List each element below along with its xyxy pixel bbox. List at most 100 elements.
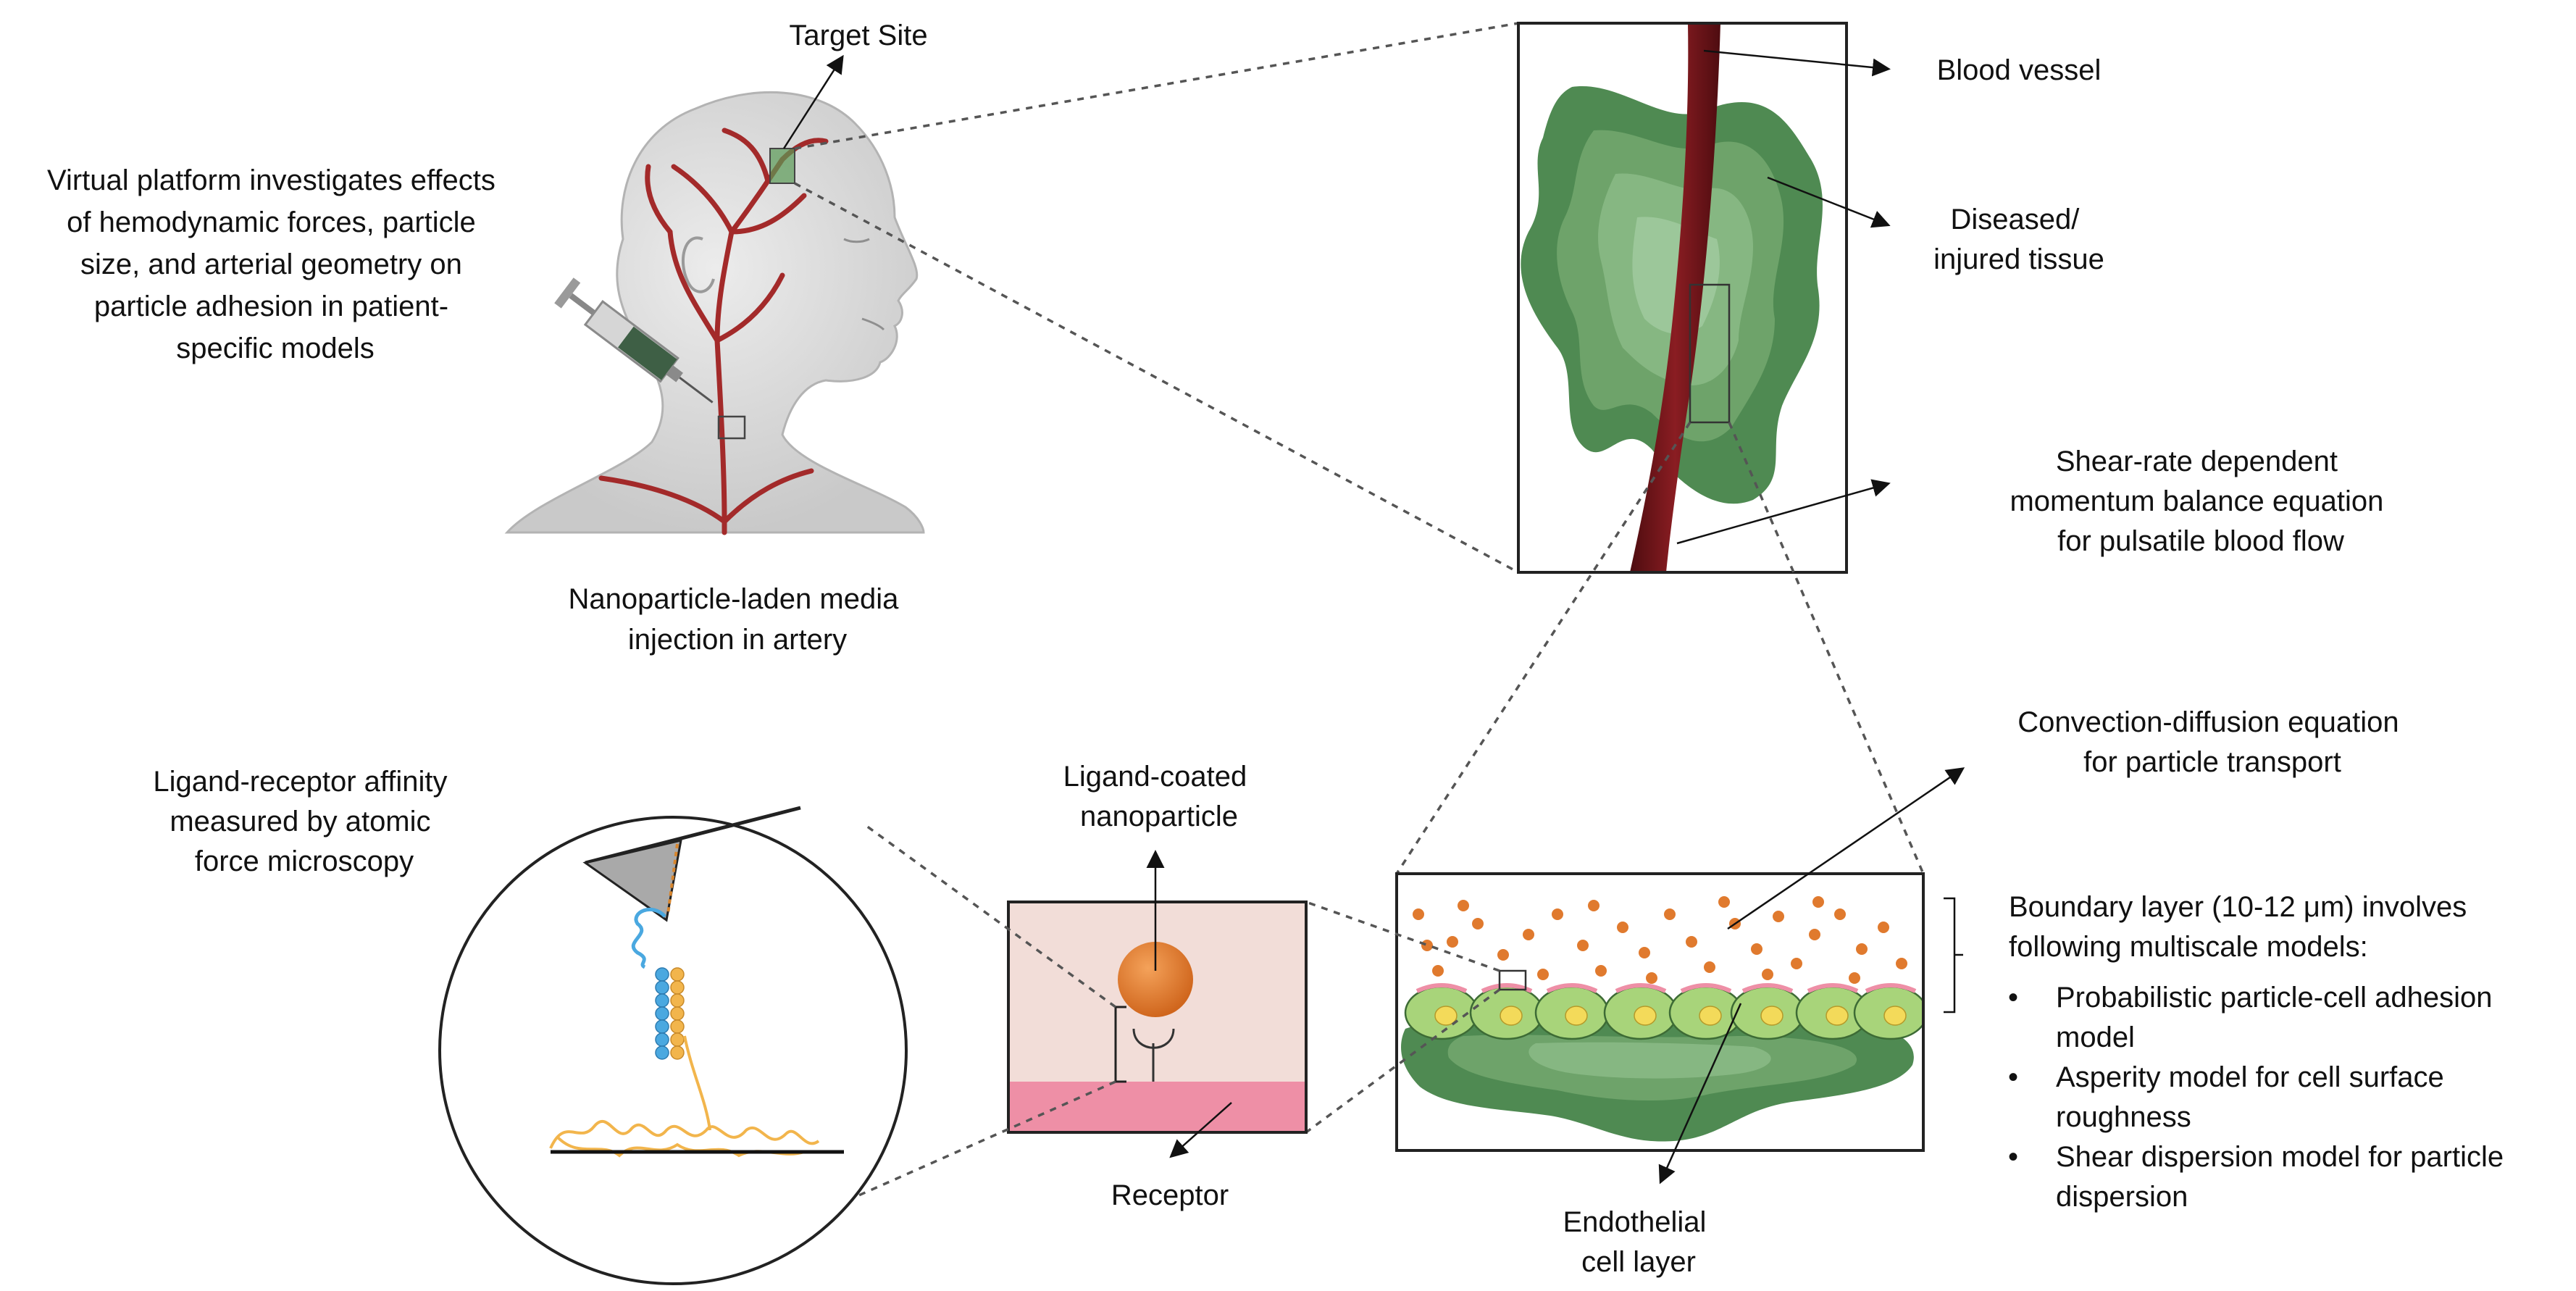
model-item: Shear dispersion model for particle disp…	[2056, 1141, 2512, 1213]
receptor-cup	[1132, 1028, 1175, 1049]
artery-tree	[598, 128, 829, 535]
target-site-box	[769, 148, 795, 184]
nanoparticle	[1595, 965, 1607, 977]
cell-nucleus	[1760, 1006, 1783, 1026]
nanoparticle	[1472, 918, 1484, 929]
nanoparticle	[1588, 900, 1599, 911]
nanoparticle	[1686, 936, 1697, 948]
shear-rate-arrow	[1676, 479, 1891, 545]
label-injection: Nanoparticle-laden media injection in ar…	[569, 583, 907, 656]
receptor-surface	[1008, 1082, 1306, 1132]
syringe-icon	[554, 277, 714, 404]
vessel-panel-frame	[1517, 22, 1848, 574]
gap-bracket	[1114, 1006, 1126, 1083]
nanoparticle	[1878, 922, 1889, 933]
connector-inset-2	[1305, 988, 1501, 1134]
afm-circle	[438, 806, 908, 1285]
label-boundary-layer: Boundary layer (10-12 μm) involves follo…	[2009, 891, 2475, 963]
model-bullet: •	[2008, 1141, 2018, 1173]
antibody-bead	[655, 1032, 669, 1047]
cell-receptor-band	[1741, 983, 1794, 993]
nanoparticle	[1552, 908, 1563, 920]
cell-receptor-band	[1807, 983, 1859, 993]
ligand-bead	[670, 1032, 685, 1047]
nanoparticle	[1497, 949, 1509, 961]
cell-nucleus	[1565, 1006, 1588, 1026]
nanoparticle	[1639, 947, 1650, 958]
nanoparticle	[1849, 972, 1860, 984]
antibody-bead	[655, 1006, 669, 1021]
model-item: Probabilistic particle-cell adhesion mod…	[2056, 982, 2501, 1053]
label-diseased-tissue: Diseased/ injured tissue	[1933, 204, 2104, 275]
face-outline	[843, 238, 885, 331]
label-target-site: Target Site	[789, 20, 927, 51]
nanoparticle	[1447, 936, 1458, 948]
nanoparticle	[1646, 972, 1657, 984]
antibody-bead	[655, 1019, 669, 1034]
ear-outline	[682, 236, 715, 293]
nanoparticle	[1617, 922, 1628, 933]
cell-nucleus	[1500, 1006, 1523, 1026]
nanoparticle	[1577, 940, 1589, 951]
cell-receptor-band	[1546, 983, 1598, 993]
nanoparticle	[1791, 958, 1802, 969]
label-receptor: Receptor	[1111, 1179, 1229, 1211]
convection-arrow	[1727, 767, 1965, 930]
label-shear-rate: Shear-rate dependent momentum balance eq…	[2010, 446, 2391, 557]
nanoparticle	[1458, 900, 1469, 911]
label-blood-vessel: Blood vessel	[1937, 54, 2102, 86]
cell-nucleus	[1634, 1006, 1657, 1026]
model-item: Asperity model for cell surface roughnes…	[2056, 1061, 2452, 1133]
vessel-zoom-box	[1689, 283, 1731, 424]
ligand-bead	[670, 1006, 685, 1021]
antibody-linker	[631, 907, 666, 969]
cell-nucleus	[1699, 1006, 1722, 1026]
cell-receptor-band	[1415, 983, 1468, 993]
connector-mid-1	[1395, 422, 1691, 874]
label-ligand-receptor: Ligand-receptor affinity measured by ato…	[153, 766, 455, 877]
nanoparticle	[1812, 896, 1824, 908]
particle-zoom-box	[1498, 969, 1527, 991]
ligand-bead	[670, 993, 685, 1008]
endothelial-cells	[1404, 983, 1923, 1040]
inset-frame	[1007, 901, 1308, 1134]
nanoparticle	[1809, 929, 1820, 940]
nanoparticles	[1413, 896, 1907, 984]
connector-inset-1	[1305, 901, 1500, 972]
afm-tip-icon	[582, 806, 801, 922]
boundary-layer-bracket	[1944, 897, 1963, 1014]
nanoparticle	[1718, 896, 1730, 908]
ligand-bead	[670, 1019, 685, 1034]
receptor-arrow	[1169, 1102, 1232, 1158]
cell-receptor-band	[1481, 983, 1533, 993]
nanoparticle	[1773, 911, 1784, 922]
nanoparticle	[1856, 943, 1868, 955]
connector-top-1	[794, 22, 1519, 150]
ligand-bead	[670, 967, 685, 982]
injection-site-box	[717, 415, 746, 440]
antibody-bead	[655, 967, 669, 982]
vessel-tissue-panel	[1517, 22, 1891, 574]
cell-nucleus	[1883, 1006, 1907, 1026]
blood-vessel	[1630, 23, 1720, 572]
ligand-bead	[670, 980, 685, 995]
label-endothelial: Endothelial cell layer	[1563, 1206, 1714, 1278]
label-virtual-platform: Virtual platform investigates effects of…	[47, 164, 503, 364]
model-bullet: •	[2008, 982, 2018, 1014]
blood-vessel-arrow	[1703, 49, 1891, 77]
diseased-tissue-arrow	[1767, 176, 1891, 228]
head-illustration	[504, 54, 925, 535]
ligand-coated-nanoparticle	[1118, 942, 1193, 1017]
antibody-bead	[655, 1045, 669, 1060]
endothelial-panel-frame	[1395, 872, 1925, 1152]
nanoparticle	[1896, 958, 1907, 969]
cell-receptor-band	[1680, 983, 1732, 993]
nanoparticle	[1413, 908, 1424, 920]
antibody-bead	[655, 980, 669, 995]
nanoparticle	[1537, 969, 1549, 980]
ligand-bead	[670, 1045, 685, 1060]
label-ligand-coated: Ligand-coated nanoparticle	[1063, 761, 1255, 832]
target-arrow	[782, 54, 844, 149]
nanoparticle-inset	[1007, 850, 1308, 1158]
